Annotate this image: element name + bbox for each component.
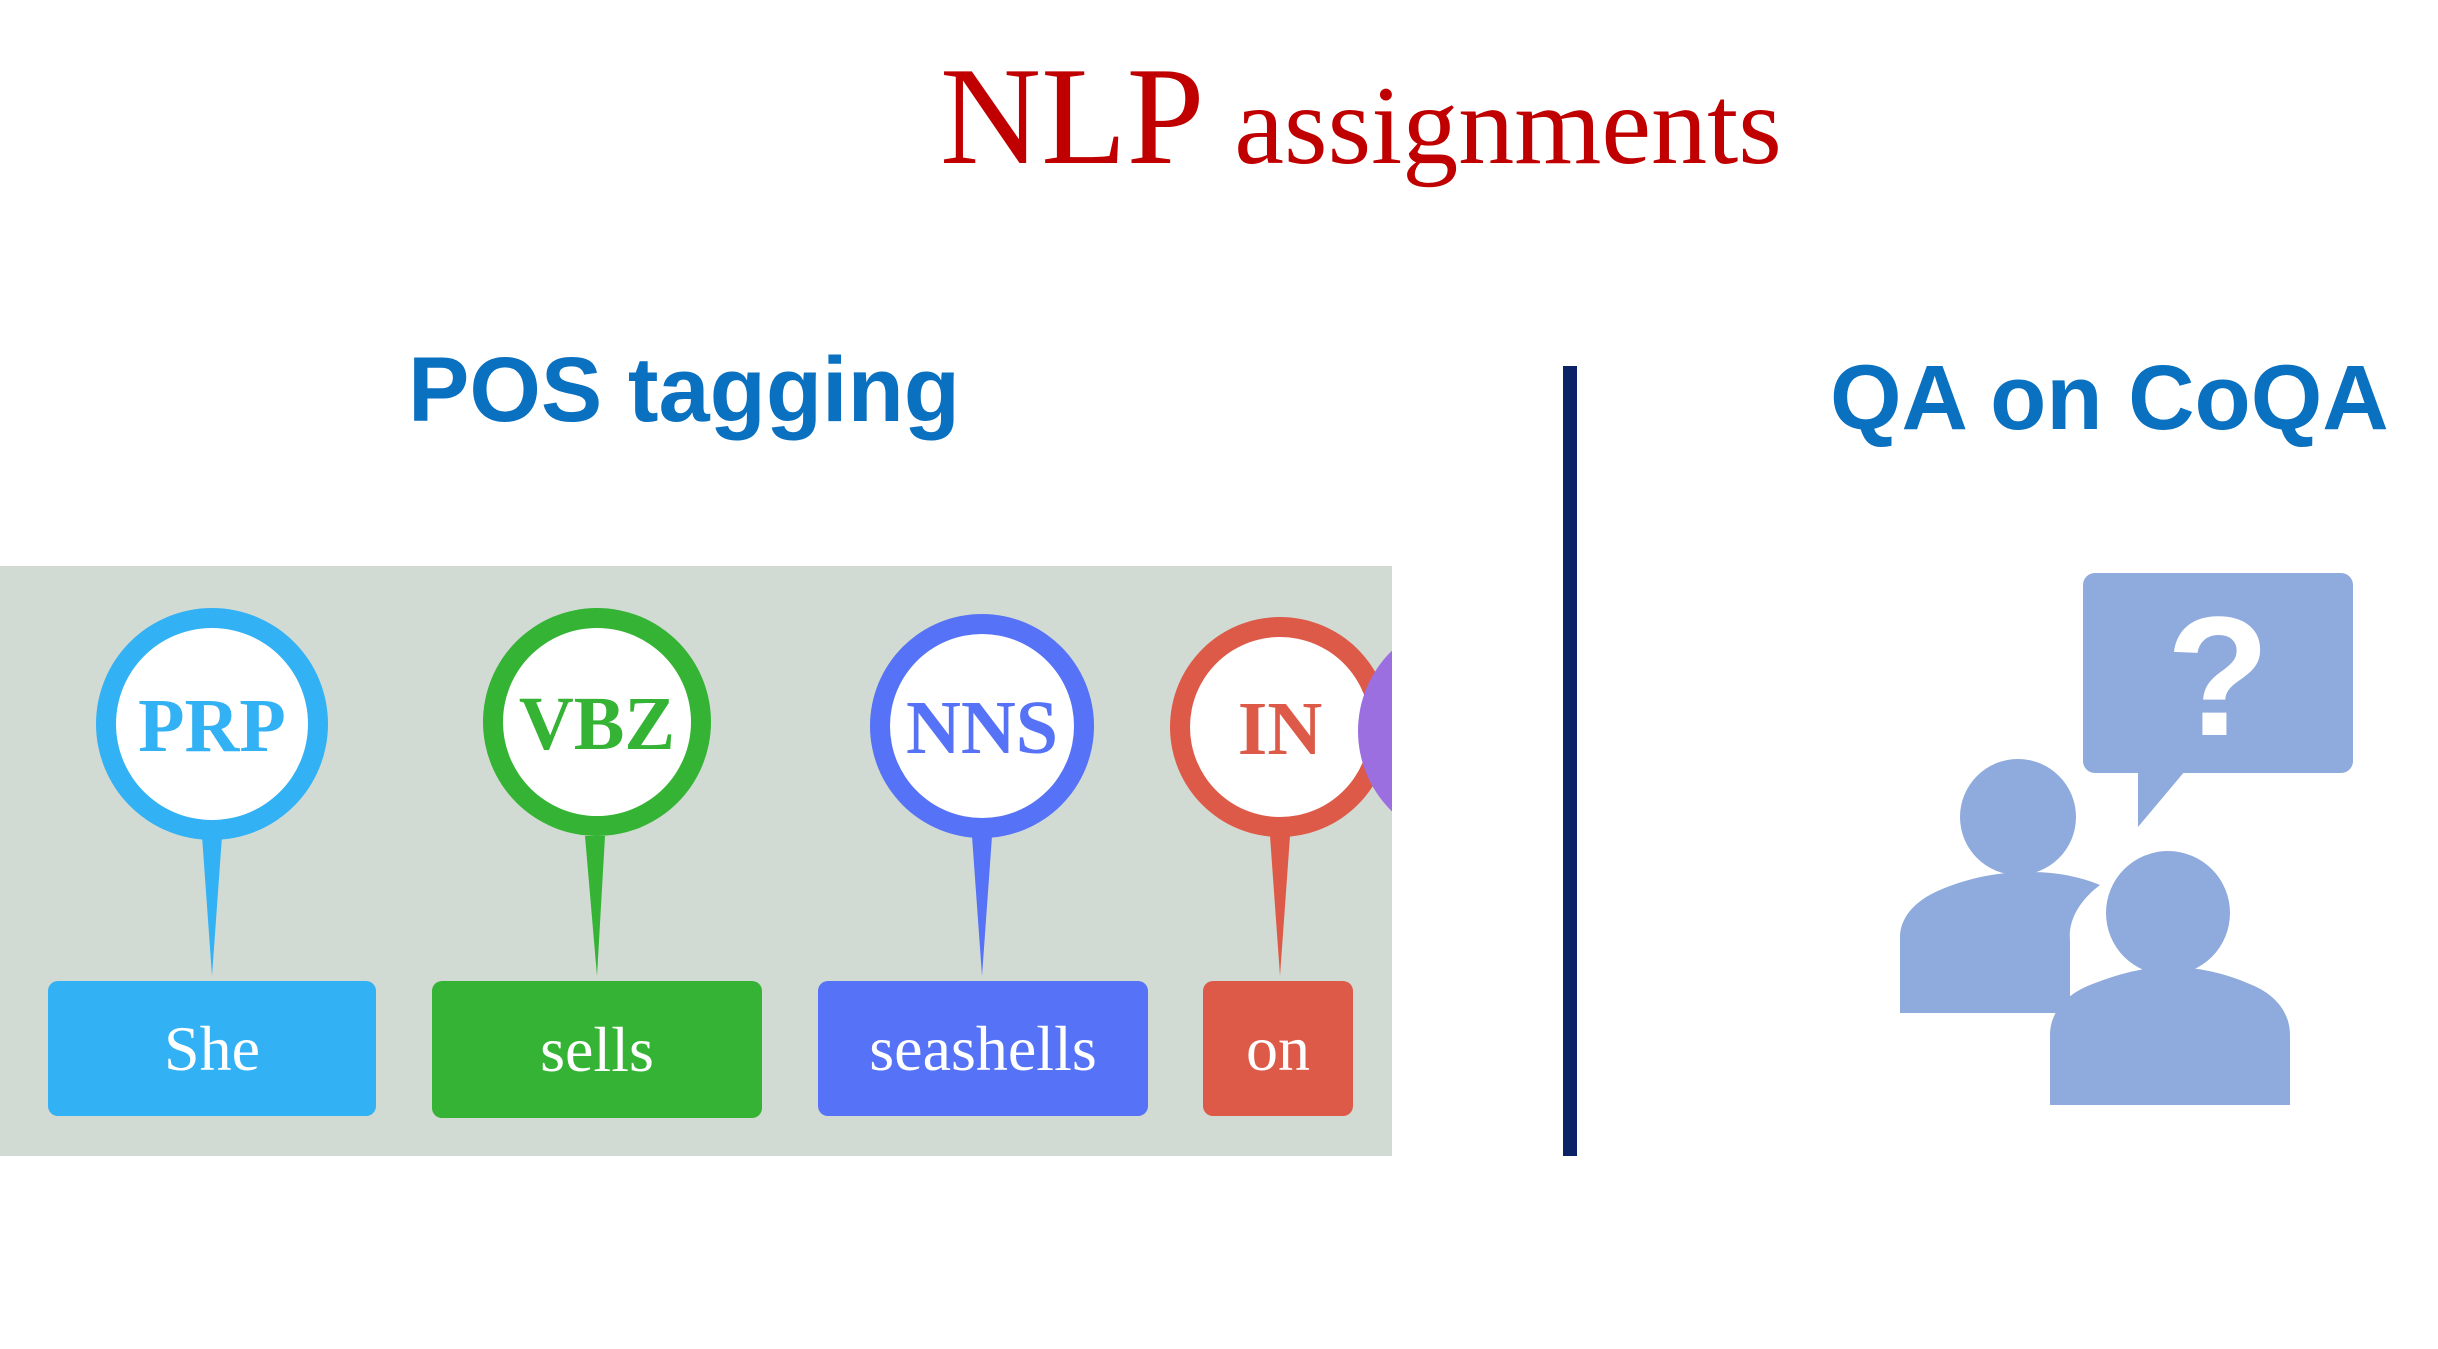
word-box-background bbox=[818, 981, 1148, 1116]
pin-stem bbox=[585, 836, 605, 976]
pos-tag-pin: IN bbox=[1170, 617, 1390, 976]
word-box-background bbox=[1203, 981, 1353, 1116]
pos-tagging-heading: POS tagging bbox=[408, 339, 960, 441]
word-box: on bbox=[1203, 981, 1353, 1116]
title-part-assignments: assignments bbox=[1234, 64, 1782, 188]
speech-bubble-icon: ? bbox=[2083, 573, 2353, 827]
question-mark-icon: ? bbox=[2166, 582, 2270, 772]
pos-tag-label: PRP bbox=[138, 684, 286, 768]
pos-tag-label: IN bbox=[1238, 687, 1322, 771]
word-box: She bbox=[48, 981, 376, 1116]
word-box-background bbox=[432, 981, 762, 1118]
word-box: sells bbox=[432, 981, 762, 1118]
pos-tag-label: VBZ bbox=[519, 682, 675, 766]
qa-coqa-heading: QA on CoQA bbox=[1830, 347, 2389, 449]
pin-stem bbox=[1270, 836, 1290, 976]
pin-center bbox=[1190, 637, 1370, 817]
word-label: seashells bbox=[869, 1013, 1097, 1084]
word-box-background bbox=[48, 981, 376, 1116]
word-label: sells bbox=[540, 1014, 654, 1085]
partial-pin-ring bbox=[1358, 650, 1392, 812]
word-box: seashells bbox=[818, 981, 1148, 1116]
person-head bbox=[2106, 851, 2230, 975]
pin-center bbox=[116, 628, 308, 820]
pin-center bbox=[890, 634, 1074, 818]
pos-tag-pin: VBZ bbox=[483, 608, 711, 976]
section-divider bbox=[1563, 366, 1577, 1156]
pos-tag-pin: NNS bbox=[870, 614, 1094, 976]
pin-stem bbox=[202, 836, 222, 976]
title-part-nlp: NLP bbox=[940, 39, 1200, 194]
person-front-icon bbox=[2050, 851, 2290, 1105]
pin-center bbox=[503, 628, 691, 816]
person-body bbox=[1900, 872, 2100, 1013]
speech-bubble-tail bbox=[2138, 765, 2190, 827]
person-back-icon bbox=[1900, 759, 2100, 1013]
speech-bubble bbox=[2083, 573, 2353, 773]
pos-tagging-illustration: PRP She VBZ sells NNS bbox=[0, 566, 1392, 1156]
people-conversation-question-icon: ? bbox=[1880, 565, 2360, 1110]
word-label: She bbox=[164, 1013, 260, 1084]
pin-stem bbox=[972, 836, 992, 976]
pos-tag-label: NNS bbox=[906, 686, 1058, 770]
person-head bbox=[1960, 759, 2076, 875]
person-body bbox=[2050, 967, 2290, 1105]
pos-tag-pin: PRP bbox=[96, 608, 328, 976]
slide-title: NLP assignments bbox=[940, 40, 1782, 194]
word-label: on bbox=[1246, 1013, 1310, 1084]
